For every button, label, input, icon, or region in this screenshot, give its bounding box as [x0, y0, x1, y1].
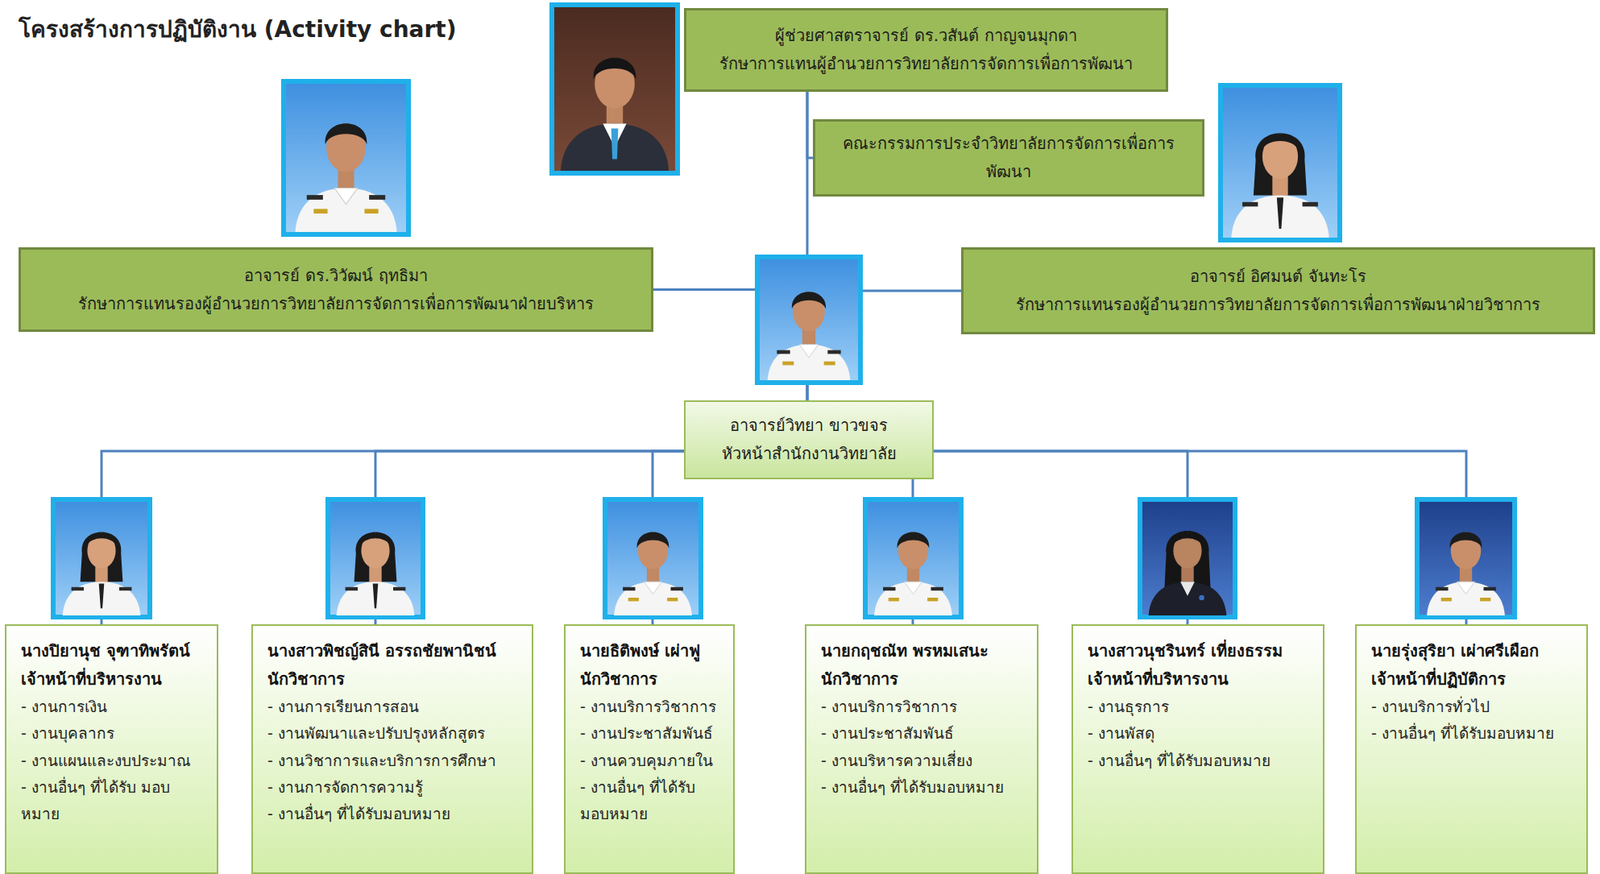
duty-item: - งานธุรการ: [1087, 693, 1310, 721]
duty-item: - งานบริการวิชาการ: [580, 693, 721, 721]
person-figure: [1231, 132, 1329, 238]
duty-item: - งานอื่นๆ ที่ได้รับมอบหมาย: [1371, 720, 1574, 747]
person-name: อาจารย์ ดร.วิวัฒน์ ฤทธิมา: [244, 261, 427, 291]
person-name: นางสาวนุชรินทร์ เที่ยงธรรม: [1087, 637, 1310, 666]
person-figure: [874, 532, 953, 616]
photo-frame: [327, 499, 423, 618]
position-title: หัวหน้าสำนักงานวิทยาลัย: [721, 439, 897, 469]
duty-item: - งานอื่นๆ ที่ได้รับมอบหมาย: [1087, 747, 1310, 775]
person-name: คณะกรรมการประจำวิทยาลัยการจัดการเพื่อการ…: [829, 129, 1188, 187]
job-title: เจ้าหน้าที่บริหารงาน: [1087, 665, 1310, 694]
person-figure: [560, 58, 669, 171]
photo: [1220, 85, 1340, 241]
photo-frame: [1139, 499, 1236, 618]
position-title: รักษาการแทนรองผู้อำนวยการวิทยาลัยการจัดก…: [78, 290, 594, 319]
photo: [53, 499, 150, 618]
person-name: นายกฤชณัท พรหมเสนะ: [820, 637, 1024, 666]
photo: [1139, 499, 1236, 618]
person-figure: [62, 532, 141, 616]
person-name: อาจารย์ อิศมนต์ จันทะโร: [1189, 262, 1367, 291]
duty-item: - งานบุคลากร: [20, 720, 204, 747]
person-name: นางปิยานุช จุฑาทิพรัตน์: [20, 637, 204, 666]
connector-line: [101, 451, 684, 625]
person-figure: [1426, 532, 1505, 616]
position-title: รักษาการแทนรองผู้อำนวยการวิทยาลัยการจัดก…: [1015, 290, 1541, 320]
position-title: รักษาการแทนผู้อำนวยการวิทยาลัยการจัดการเ…: [719, 49, 1133, 79]
staff-box: นางสาวพิชญ์สินี อรรถชัยพานิชน์นักวิชาการ…: [251, 624, 534, 874]
director-box: ผู้ช่วยศาสตราจารย์ ดร.วสันต์ กาญจนมุกดาร…: [683, 8, 1169, 92]
photo-frame: [53, 499, 150, 618]
person-name: อาจารย์วิทยา ขาวขจร: [729, 411, 888, 440]
duty-item: - งานอื่นๆ ที่ได้รับมอบหมาย: [267, 800, 519, 828]
person-figure: [1148, 530, 1227, 616]
person-name: นางสาวพิชญ์สินี อรรถชัยพานิชน์: [267, 637, 519, 666]
duty-item: - งานพัสดุ: [1087, 720, 1310, 747]
duty-item: - งานบริการทั่วไป: [1371, 693, 1574, 721]
office-head-box: อาจารย์วิทยา ขาวขจรหัวหน้าสำนักงานวิทยาล…: [683, 400, 934, 480]
job-title: เจ้าหน้าที่ปฏิบัติการ: [1371, 665, 1574, 694]
duty-item: - งานการเงิน: [20, 693, 204, 721]
photo: [551, 4, 678, 174]
job-title: นักวิชาการ: [820, 665, 1024, 694]
duty-item: - งานการจัดการความรู้: [267, 774, 519, 801]
staff-box: นางปิยานุช จุฑาทิพรัตน์เจ้าหน้าที่บริหาร…: [4, 624, 219, 874]
person-figure: [336, 532, 415, 616]
staff-box: นางสาวนุชรินทร์ เที่ยงธรรมเจ้าหน้าที่บริ…: [1071, 624, 1325, 874]
duty-item: - งานอื่นๆ ที่ได้รับ มอบหมาย: [580, 774, 721, 829]
duty-item: - งานวิชาการและบริการการศึกษา: [267, 747, 519, 775]
connector-line: [933, 451, 1467, 625]
job-title: นักวิชาการ: [580, 665, 721, 694]
staff-box: นายกฤชณัท พรหมเสนะนักวิชาการ- งานบริการว…: [804, 624, 1039, 874]
photo-frame: [1417, 499, 1515, 618]
photo-frame: [283, 81, 409, 235]
photo: [605, 499, 701, 618]
deputy-box: อาจารย์ อิศมนต์ จันทะโรรักษาการแทนรองผู้…: [961, 247, 1596, 335]
person-figure: [767, 291, 851, 381]
photo: [327, 499, 423, 618]
duty-item: - งานควบคุมภายใน: [580, 747, 721, 775]
photo-frame: [865, 499, 962, 618]
person-name: ผู้ช่วยศาสตราจารย์ ดร.วสันต์ กาญจนมุกดา: [775, 21, 1077, 50]
staff-box: นายธิติพงษ์ เผ่าฟูนักวิชาการ- งานบริการว…: [563, 624, 735, 874]
photo: [865, 499, 962, 618]
job-title: เจ้าหน้าที่บริหารงาน: [20, 665, 204, 694]
photo: [757, 256, 861, 383]
duty-item: - งานแผนและงบประมาณ: [20, 747, 204, 775]
photo-frame: [551, 4, 678, 174]
duty-item: - งานอื่นๆ ที่ได้รับมอบหมาย: [820, 774, 1024, 801]
committee-box: คณะกรรมการประจำวิทยาลัยการจัดการเพื่อการ…: [812, 119, 1205, 197]
photo-frame: [757, 256, 861, 383]
job-title: นักวิชาการ: [267, 665, 519, 694]
person-name: นายรุ่งสุริยา เผ่าศรีเผือก: [1371, 637, 1574, 666]
duty-item: - งานประชาสัมพันธ์: [820, 720, 1024, 747]
duty-item: - งานประชาสัมพันธ์: [580, 720, 721, 747]
photo: [1417, 499, 1515, 618]
photo-frame: [605, 499, 701, 618]
duty-item: - งานการเรียนการสอน: [267, 693, 519, 721]
person-name: นายธิติพงษ์ เผ่าฟู: [580, 637, 721, 666]
chart-title: โครงสร้างการปฏิบัติงาน (Activity chart): [18, 11, 456, 47]
photo-frame: [1220, 85, 1340, 241]
deputy-box: อาจารย์ ดร.วิวัฒน์ ฤทธิมารักษาการแทนรองผ…: [18, 247, 654, 332]
staff-box: นายรุ่งสุริยา เผ่าศรีเผือกเจ้าหน้าที่ปฏิ…: [1355, 624, 1588, 874]
duty-item: - งานบริหารความเสี่ยง: [820, 747, 1024, 775]
person-figure: [294, 123, 397, 233]
duty-item: - งานอื่นๆ ที่ได้รับ มอบหมาย: [20, 774, 204, 829]
duty-item: - งานพัฒนาและปรับปรุงหลักสูตร: [267, 720, 519, 747]
person-figure: [613, 532, 693, 616]
duty-item: - งานบริการวิชาการ: [820, 693, 1024, 721]
photo: [283, 81, 409, 235]
